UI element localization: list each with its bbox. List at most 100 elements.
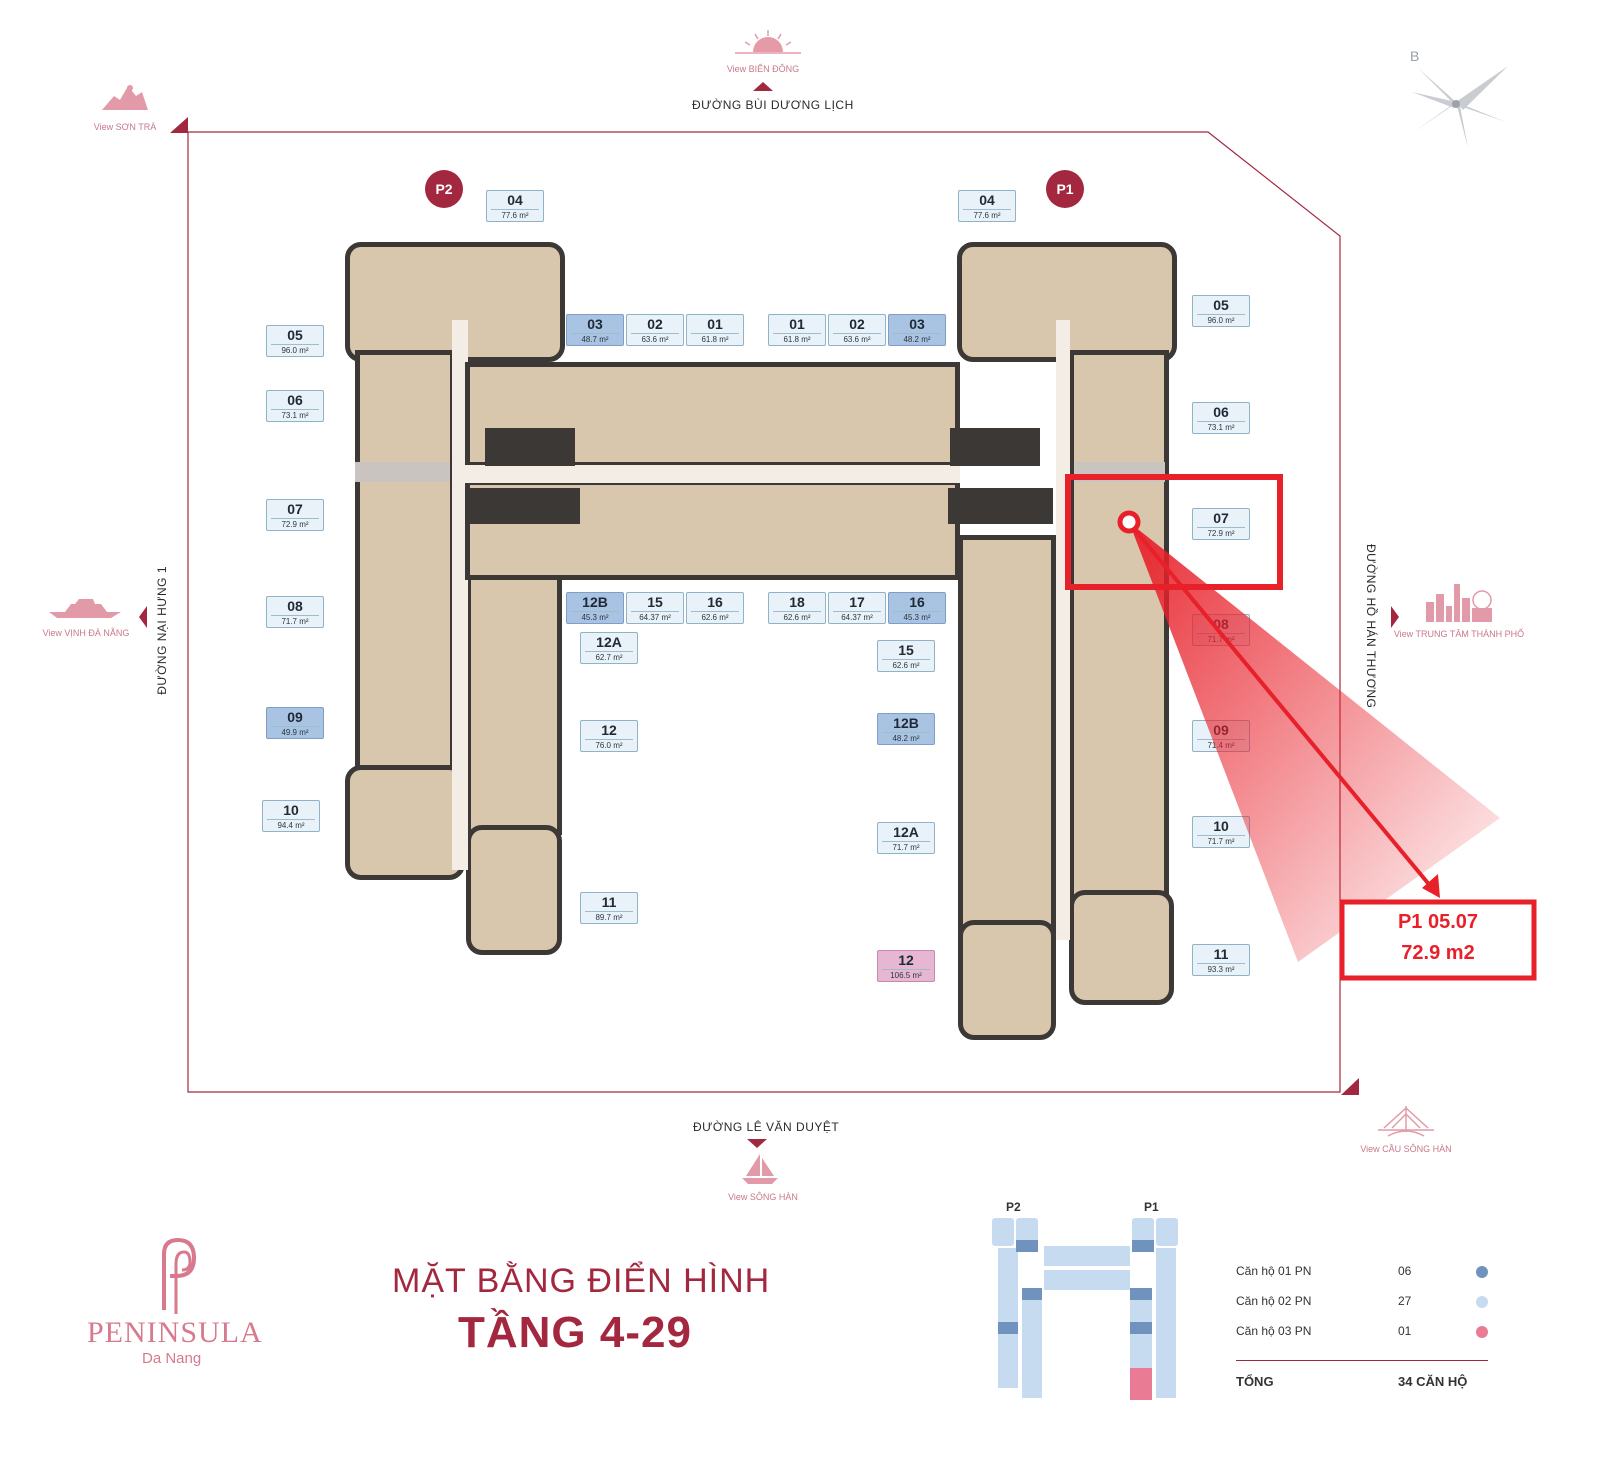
unit-area: 72.9 m²	[271, 518, 319, 530]
unit-number: 04	[979, 192, 995, 208]
city-skyline-icon	[1426, 584, 1492, 622]
unit-area: 48.7 m²	[571, 333, 619, 345]
unit-area: 63.6 m²	[631, 333, 679, 345]
p2-block-top	[345, 242, 565, 362]
unit-number: 10	[1213, 818, 1229, 834]
unit-number: 12A	[596, 634, 622, 650]
unit-number: 05	[1213, 297, 1229, 313]
p1-block-east-bottom	[1069, 890, 1174, 1005]
unit-number: 06	[287, 392, 303, 408]
unit-number: 10	[283, 802, 299, 818]
unit-number: 16	[707, 594, 723, 610]
page-subtitle: TẦNG 4-29	[458, 1308, 692, 1357]
road-north: ĐƯỜNG BÙI DƯƠNG LỊCH	[692, 98, 854, 112]
mountain-icon	[102, 85, 148, 110]
unit-number: 12A	[893, 824, 919, 840]
unit-number: 15	[898, 642, 914, 658]
legend-swatch-icon	[1476, 1266, 1488, 1278]
unit-area: 61.8 m²	[691, 333, 739, 345]
unit-area: 63.6 m²	[833, 333, 881, 345]
unit-area: 96.0 m²	[1197, 314, 1245, 326]
unit-number: 12	[898, 952, 914, 968]
unit-number: 07	[287, 501, 303, 517]
unit-area: 73.1 m²	[1197, 421, 1245, 433]
peninsula-logo-icon	[162, 1237, 197, 1314]
keyplan-p2-label: P2	[1006, 1200, 1021, 1214]
view-north: View BIỂN ĐÔNG	[726, 64, 800, 74]
compass-icon	[1412, 66, 1508, 148]
unit-number: 02	[849, 316, 865, 332]
unit-area: 77.6 m²	[491, 209, 539, 221]
view-west: View VỊNH ĐÀ NẴNG	[42, 628, 130, 638]
legend-count: 27	[1398, 1294, 1412, 1308]
unit-area: 89.7 m²	[585, 911, 633, 923]
unit-area: 96.0 m²	[271, 344, 319, 356]
legend-total-label: TỔNG	[1236, 1374, 1274, 1389]
legend-total-value: 34 CĂN HỘ	[1398, 1374, 1468, 1389]
unit-number: 03	[909, 316, 925, 332]
unit-area: 48.2 m²	[882, 732, 930, 744]
unit-number: 01	[707, 316, 723, 332]
unit-area: 77.6 m²	[963, 209, 1011, 221]
unit-area: 62.6 m²	[773, 611, 821, 623]
unit-area: 64.37 m²	[833, 611, 881, 623]
p2-corridor	[452, 320, 468, 870]
sailboat-icon	[742, 1154, 778, 1184]
unit-area: 48.2 m²	[893, 333, 941, 345]
road-south: ĐƯỜNG LÊ VĂN DUYỆT	[693, 1120, 840, 1134]
unit-number: 17	[849, 594, 865, 610]
unit-number: 03	[587, 316, 603, 332]
unit-area: 61.8 m²	[773, 333, 821, 345]
unit-number: 18	[789, 594, 805, 610]
unit-area: 71.7 m²	[271, 615, 319, 627]
sunrise-icon	[735, 30, 801, 54]
view-east: View TRUNG TÂM THÀNH PHỐ	[1393, 629, 1525, 639]
unit-number: 09	[287, 709, 303, 725]
phase-p2-badge: P2	[425, 170, 463, 208]
unit-number: 11	[601, 894, 617, 910]
unit-area: 45.3 m²	[893, 611, 941, 623]
yacht-icon	[49, 599, 121, 618]
p2-stair-core	[470, 488, 580, 524]
unit-area: 62.6 m²	[691, 611, 739, 623]
unit-area: 76.0 m²	[585, 739, 633, 751]
unit-area: 73.1 m²	[271, 409, 319, 421]
road-east: ĐƯỜNG HỒ HÁN THƯƠNG	[1364, 544, 1378, 709]
unit-area: 71.7 m²	[1197, 835, 1245, 847]
view-southeast: View CẦU SÔNG HÀN	[1360, 1144, 1452, 1154]
unit-number: 11	[1213, 946, 1229, 962]
